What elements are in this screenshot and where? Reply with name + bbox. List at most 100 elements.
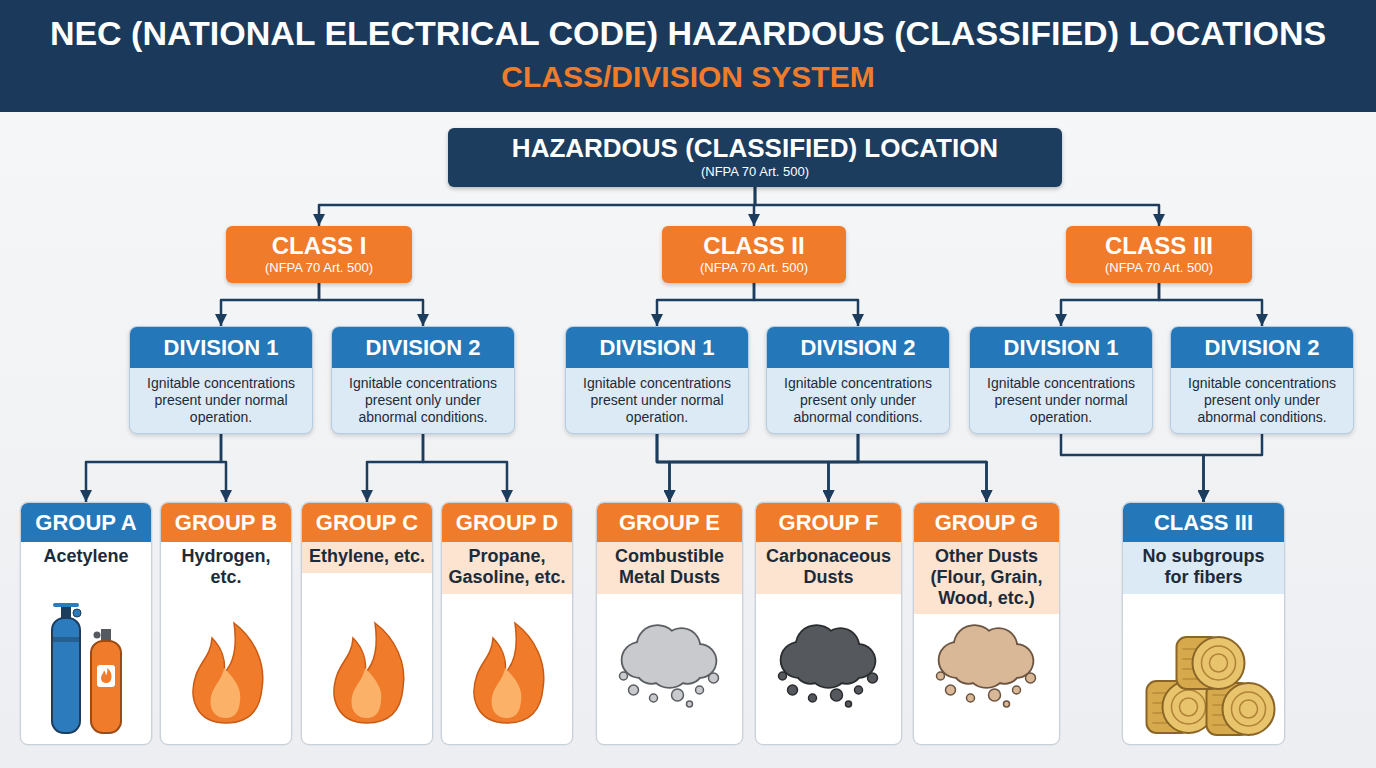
connector-arrow (858, 434, 987, 502)
group-card (913, 502, 1060, 745)
box-heading: CLASS II (674, 232, 834, 260)
box-heading: CLASS III (1078, 232, 1240, 260)
group-box: GROUP ECombustible Metal Dusts (596, 502, 743, 745)
connector-arrow (1159, 283, 1262, 326)
flame-icon (193, 623, 263, 723)
box-heading: DIVISION 2 (767, 327, 949, 368)
group-card (1122, 502, 1285, 745)
box-heading: HAZARDOUS (CLASSIFIED) LOCATION (464, 134, 1046, 164)
box-heading: DIVISION 2 (332, 327, 514, 368)
diagram-title: NEC (NATIONAL ELECTRICAL CODE) HAZARDOUS… (50, 14, 1326, 53)
box-description: Ignitable concentrations present under n… (566, 368, 748, 432)
dust-particle (989, 689, 1001, 701)
box-heading: GROUP F (756, 503, 901, 542)
dust-particle (650, 694, 658, 702)
box-heading: GROUP A (21, 503, 151, 542)
flame-outer (193, 623, 263, 723)
connector-arrow (754, 283, 858, 326)
bale-ring (1232, 692, 1266, 726)
box-heading: GROUP E (597, 503, 742, 542)
box-heading: CLASS I (238, 232, 400, 260)
box-description: Ignitable concentrations present only un… (332, 368, 514, 432)
connector-arrow (829, 434, 859, 502)
class-box: CLASS III(NFPA 70 Art. 500) (1066, 226, 1252, 283)
flame-inner (492, 668, 522, 718)
dust-particle (629, 685, 639, 695)
flame-inner (211, 668, 241, 718)
box-description: (NFPA 70 Art. 500) (1078, 260, 1240, 277)
bale-icon (1147, 637, 1275, 735)
connector-arrow (657, 434, 829, 502)
box-description: Combustible Metal Dusts (597, 542, 742, 593)
cloud-icon (620, 624, 719, 707)
flame-outer (334, 623, 404, 723)
root-box: HAZARDOUS (CLASSIFIED) LOCATION(NFPA 70 … (448, 128, 1062, 187)
dust-puff (637, 653, 667, 683)
group-card (441, 502, 573, 745)
cloud-icon (937, 624, 1036, 707)
group-box: CLASS IIINo subgroups for fibers (1122, 502, 1285, 745)
box-description: Propane, Gasoline, etc. (442, 542, 572, 593)
connector-arrow (86, 434, 221, 502)
connector-arrow (367, 434, 423, 502)
flame-inner (352, 668, 382, 718)
dust-particle (1026, 673, 1036, 683)
dust-particle (696, 686, 704, 694)
division-box: DIVISION 2Ignitable concentrations prese… (1170, 326, 1354, 434)
connector-arrow (221, 283, 319, 326)
box-heading: DIVISION 1 (130, 327, 312, 368)
box-description: (NFPA 70 Art. 500) (674, 260, 834, 277)
box-description: Ethylene, etc. (302, 542, 432, 573)
group-box: GROUP AAcetylene (20, 502, 152, 745)
dust-puff (990, 653, 1020, 683)
group-card (755, 502, 902, 745)
class-box: CLASS I(NFPA 70 Art. 500) (226, 226, 412, 283)
box-heading: CLASS III (1123, 503, 1284, 542)
connector-arrow (657, 434, 987, 502)
box-description: Ignitable concentrations present only un… (1171, 368, 1353, 432)
dust-puff (832, 653, 862, 683)
connector-arrow (319, 283, 423, 326)
dust-particle (709, 673, 719, 683)
box-heading: GROUP G (914, 503, 1059, 542)
bale-ring (1202, 646, 1236, 680)
box-description: (NFPA 70 Art. 500) (464, 164, 1046, 181)
connector-arrow (1061, 283, 1159, 326)
flame-icon (334, 623, 404, 723)
division-box: DIVISION 1Ignitable concentrations prese… (565, 326, 749, 434)
dust-particle (1013, 686, 1021, 694)
connector-arrow (657, 434, 670, 502)
bale-face (1223, 683, 1275, 735)
cylinder-handle (55, 603, 77, 607)
bale-ring (1180, 698, 1198, 716)
box-description: Ignitable concentrations present under n… (970, 368, 1152, 432)
dust-particle (946, 685, 956, 695)
cylinder-body (52, 618, 80, 733)
box-description: Carbonaceous Dusts (756, 542, 901, 593)
connector-arrow (423, 434, 507, 502)
box-description: (NFPA 70 Art. 500) (238, 260, 400, 277)
class-box: CLASS II(NFPA 70 Art. 500) (662, 226, 846, 283)
cylinder-valve (94, 632, 101, 639)
group-card (301, 502, 433, 745)
box-description: Acetylene (21, 542, 151, 573)
dust-particle (809, 694, 817, 702)
box-description: Ignitable concentrations present under n… (130, 368, 312, 432)
group-card (160, 502, 292, 745)
group-box: GROUP FCarbonaceous Dusts (755, 502, 902, 745)
division-box: DIVISION 2Ignitable concentrations prese… (766, 326, 950, 434)
dust-particle (855, 686, 863, 694)
cylinder-label (97, 665, 115, 687)
group-box: GROUP BHydrogen, etc. (160, 502, 292, 745)
connector-arrow (1204, 434, 1263, 502)
cylinder-valve (73, 609, 81, 617)
dust-particle (831, 689, 843, 701)
connector-arrow (1061, 434, 1204, 502)
connector-arrow (319, 187, 755, 226)
dust-particle (937, 672, 945, 680)
dust-particle (779, 672, 787, 680)
box-description: Hydrogen, etc. (161, 542, 291, 593)
group-box: GROUP GOther Dusts (Flour, Grain, Wood, … (913, 502, 1060, 745)
